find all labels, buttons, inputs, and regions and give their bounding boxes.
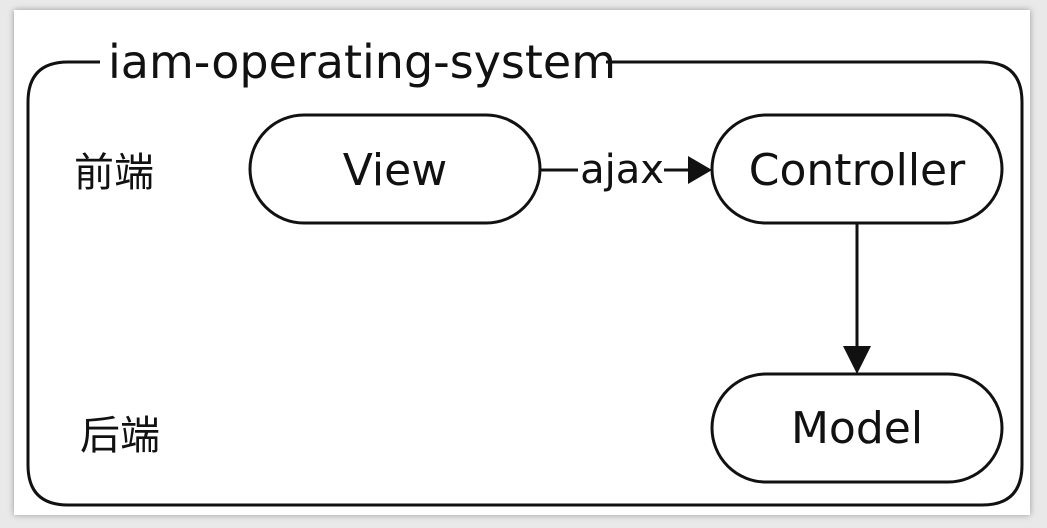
node-model-label: Model <box>791 403 923 454</box>
node-view-label: View <box>343 145 447 196</box>
node-controller-label: Controller <box>749 145 966 196</box>
system-title: iam-operating-system <box>108 35 616 89</box>
node-model: Model <box>710 372 1004 484</box>
edge-view-controller-arrowhead <box>688 156 712 184</box>
system-boundary <box>26 60 1024 507</box>
edge-view-controller-label: ajax <box>580 147 664 193</box>
node-view: View <box>248 113 542 225</box>
frontend-label: 前端 <box>74 150 154 196</box>
edge-controller-model <box>843 223 871 374</box>
edge-controller-model-arrowhead <box>843 346 871 374</box>
node-controller: Controller <box>710 113 1004 225</box>
backend-label: 后端 <box>80 413 160 459</box>
edge-view-controller: ajax <box>540 147 712 193</box>
